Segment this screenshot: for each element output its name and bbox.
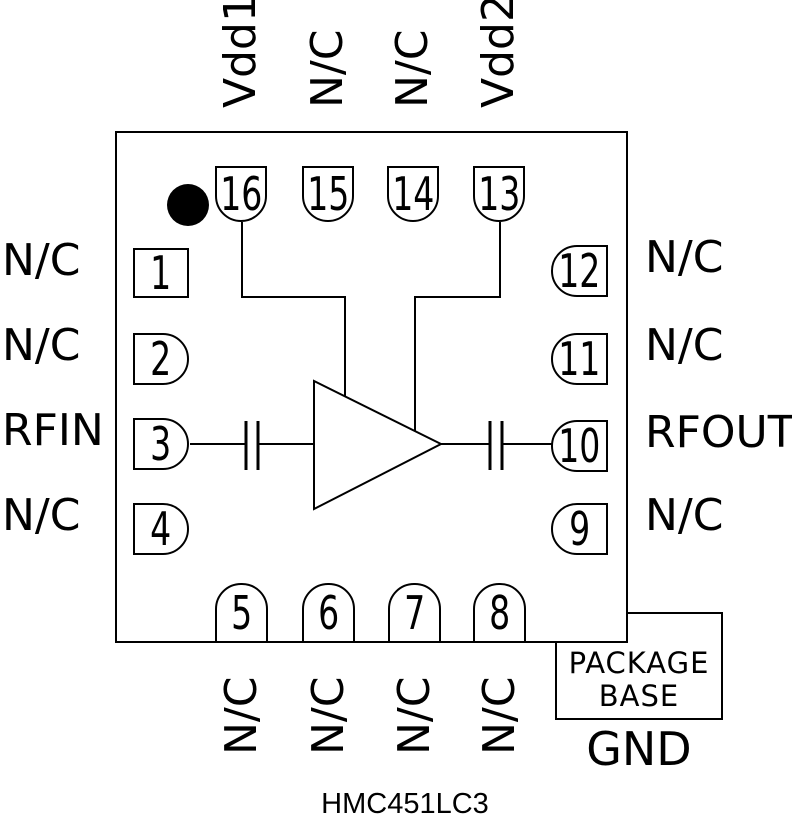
amplifier-icon <box>313 379 444 511</box>
vdd1-trace <box>241 222 346 400</box>
pin-13-function-label: Vdd2 <box>473 0 524 108</box>
pin-11: 11 <box>551 333 608 385</box>
vdd2-trace <box>414 222 501 435</box>
pin-12: 12 <box>551 245 608 297</box>
pin-15: 15 <box>302 166 354 222</box>
part-number-title: HMC451LC3 <box>321 788 489 820</box>
package-base-box: PACKAGE BASE <box>555 612 723 720</box>
pin-6: 6 <box>302 583 355 643</box>
pin-13: 13 <box>473 166 525 222</box>
pin-2: 2 <box>133 333 189 385</box>
pin-4: 4 <box>133 503 189 555</box>
pin-10-function-label: RFOUT <box>645 407 792 458</box>
pin-16: 16 <box>215 166 267 222</box>
pin-12-function-label: N/C <box>645 232 724 283</box>
pin-9-function-label: N/C <box>645 490 724 541</box>
pin-7: 7 <box>388 583 441 643</box>
pin-15-function-label: N/C <box>302 29 353 108</box>
package-base-label-line2: BASE <box>598 679 680 713</box>
pin-4-function-label: N/C <box>2 490 81 541</box>
pin-7-function-label: N/C <box>389 676 440 755</box>
input-capacitor <box>244 421 260 470</box>
pin-6-function-label: N/C <box>303 676 354 755</box>
pin-11-function-label: N/C <box>645 320 724 371</box>
pin-2-function-label: N/C <box>2 320 81 371</box>
pin-5-function-label: N/C <box>216 676 267 755</box>
pin-1: 1 <box>133 248 189 298</box>
pin-14: 14 <box>387 166 439 222</box>
pin-10: 10 <box>551 420 608 472</box>
pin-14-function-label: N/C <box>387 29 438 108</box>
pin-5: 5 <box>215 583 268 643</box>
pin-8-function-label: N/C <box>474 676 525 755</box>
pin-1-function-label: N/C <box>2 235 81 286</box>
pin1-marker-dot-icon <box>167 184 209 226</box>
output-capacitor <box>488 421 504 470</box>
package-base-gnd-label: GND <box>586 722 692 776</box>
pin-3-function-label: RFIN <box>2 405 104 456</box>
package-base-label-line1: PACKAGE <box>568 646 710 680</box>
pin-3: 3 <box>133 418 189 470</box>
pin-8: 8 <box>473 583 526 643</box>
pin-9: 9 <box>551 503 608 555</box>
pin-16-function-label: Vdd1 <box>215 0 266 108</box>
